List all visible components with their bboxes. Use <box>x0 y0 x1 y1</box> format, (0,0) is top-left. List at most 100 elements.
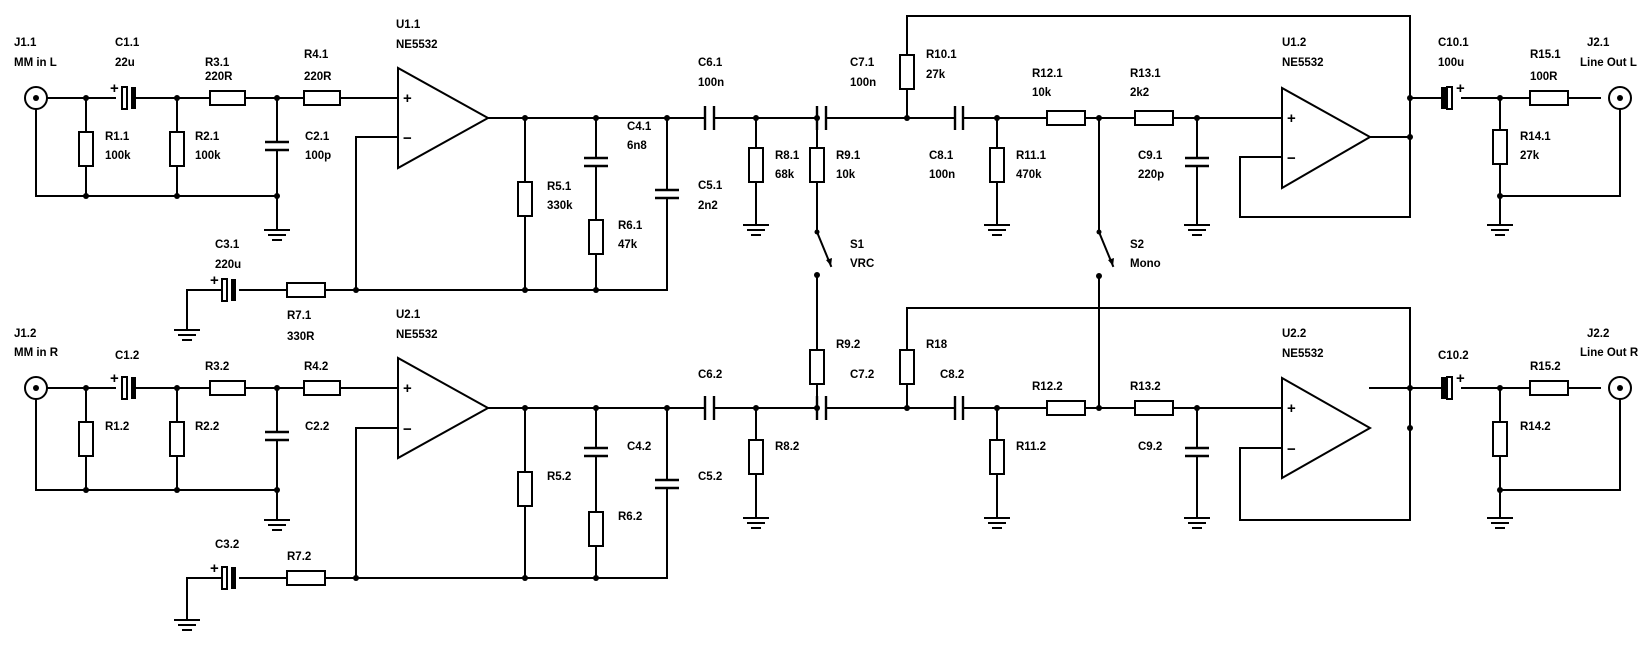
capacitor-c6-2: C6.2 <box>698 369 722 420</box>
resistor-r13-1: R13.1 2k2 <box>1130 68 1174 126</box>
capacitor-c4-2: C4.2 <box>584 441 651 458</box>
value-label: 100p <box>305 150 331 162</box>
ref-label: C10.2 <box>1438 350 1469 362</box>
junctions <box>83 95 1503 581</box>
ref-label: U2.1 <box>396 309 421 321</box>
plus-mark: + <box>1456 80 1465 97</box>
ref-label: C6.1 <box>698 57 723 69</box>
resistor-r7-2: R7.2 <box>286 551 326 586</box>
ref-label: R18 <box>926 339 948 351</box>
ref-label: R11.2 <box>1016 441 1046 453</box>
ref-label: R3.1 <box>205 57 230 69</box>
resistor-r8-1: R8.1 68k <box>748 147 800 183</box>
ref-label: C1.1 <box>115 37 140 49</box>
capacitor-c5-2: C5.2 <box>655 471 722 490</box>
plus-mark: + <box>110 370 119 387</box>
ref-label: R5.1 <box>547 181 572 193</box>
ref-label: R1.2 <box>105 421 129 433</box>
resistor-r9-2: R9.2 <box>809 339 860 385</box>
ref-label: R2.1 <box>195 131 220 143</box>
ref-label: R11.1 <box>1016 150 1047 162</box>
ref-label: R13.1 <box>1130 68 1161 80</box>
jack-j2-1: J2.1 Line Out L <box>1580 37 1637 110</box>
ref-label: C3.2 <box>215 539 239 551</box>
ref-label: R2.2 <box>195 421 219 433</box>
ref-label: J1.2 <box>14 328 36 340</box>
resistor-r13-2: R13.2 <box>1130 381 1174 416</box>
plus-mark: + <box>210 272 219 289</box>
ref-label: C9.2 <box>1138 441 1162 453</box>
capacitor-c2-2: C2.2 <box>265 421 329 442</box>
value-label: 2n2 <box>698 200 718 212</box>
ref-label: R10.1 <box>926 49 957 61</box>
ref-label: C7.1 <box>850 57 875 69</box>
value-label: VRC <box>850 258 874 270</box>
plus-mark: + <box>1456 370 1465 387</box>
ref-label: R7.1 <box>287 310 312 322</box>
ref-label: C3.1 <box>215 239 240 251</box>
ref-label: R5.2 <box>547 471 571 483</box>
value-label: 100u <box>1438 57 1464 69</box>
ref-label: R1.1 <box>105 131 130 143</box>
ref-label: R14.1 <box>1520 131 1551 143</box>
value-label: 6n8 <box>627 140 647 152</box>
value-label: 68k <box>775 169 795 181</box>
value-label: 27k <box>1520 150 1540 162</box>
capacitor-c3-2: + C3.2 <box>210 539 239 590</box>
value-label: 220p <box>1138 169 1164 181</box>
ref-label: R8.1 <box>775 150 800 162</box>
ground-symbols <box>174 224 1513 631</box>
ref-label: R4.2 <box>304 361 328 373</box>
ref-label: R6.2 <box>618 511 642 523</box>
value-label: 27k <box>926 69 946 81</box>
value-label: 220R <box>304 71 332 83</box>
capacitor-c5-1: C5.1 2n2 <box>655 180 723 212</box>
resistor-r2-2: R2.2 <box>169 421 219 457</box>
value-label: 2k2 <box>1130 87 1149 99</box>
noninverting-input-mark: + <box>403 90 412 107</box>
inverting-input-mark: − <box>403 130 412 147</box>
value-label: 47k <box>618 239 638 251</box>
resistor-r8-2: R8.2 <box>748 439 799 475</box>
capacitor-c7-2: C7.2 <box>815 369 874 420</box>
value-label: NE5532 <box>1282 57 1324 69</box>
resistor-r10-1: R10.1 27k <box>899 49 957 90</box>
jack-j1-2: J1.2 MM in R <box>14 328 59 400</box>
value-label: Line Out R <box>1580 347 1639 359</box>
capacitor-c1-2: + C1.2 <box>110 350 139 400</box>
value-label: 220R <box>205 71 233 83</box>
capacitor-c3-1: + C3.1 220u <box>210 239 241 302</box>
ref-label: R14.2 <box>1520 421 1551 433</box>
resistor-r12-2: R12.2 <box>1032 381 1086 416</box>
capacitor-c8-2: C8.2 <box>940 369 964 420</box>
resistor-r3-1: R3.1 220R <box>205 57 246 106</box>
value-label: 220u <box>215 259 241 271</box>
inverting-input-mark: − <box>1287 150 1296 167</box>
resistor-r14-2: R14.2 <box>1492 421 1551 457</box>
value-label: NE5532 <box>1282 348 1324 360</box>
value-label: 470k <box>1016 169 1042 181</box>
ref-label: R7.2 <box>287 551 311 563</box>
switch-s2: S2 Mono <box>1130 239 1161 270</box>
value-label: 100n <box>850 77 876 89</box>
capacitor-c7-1: C7.1 100n <box>815 57 876 130</box>
value-label: NE5532 <box>396 39 438 51</box>
ref-label: R8.2 <box>775 441 799 453</box>
ref-label: C5.1 <box>698 180 723 192</box>
resistor-r15-2: R15.2 <box>1529 361 1569 396</box>
